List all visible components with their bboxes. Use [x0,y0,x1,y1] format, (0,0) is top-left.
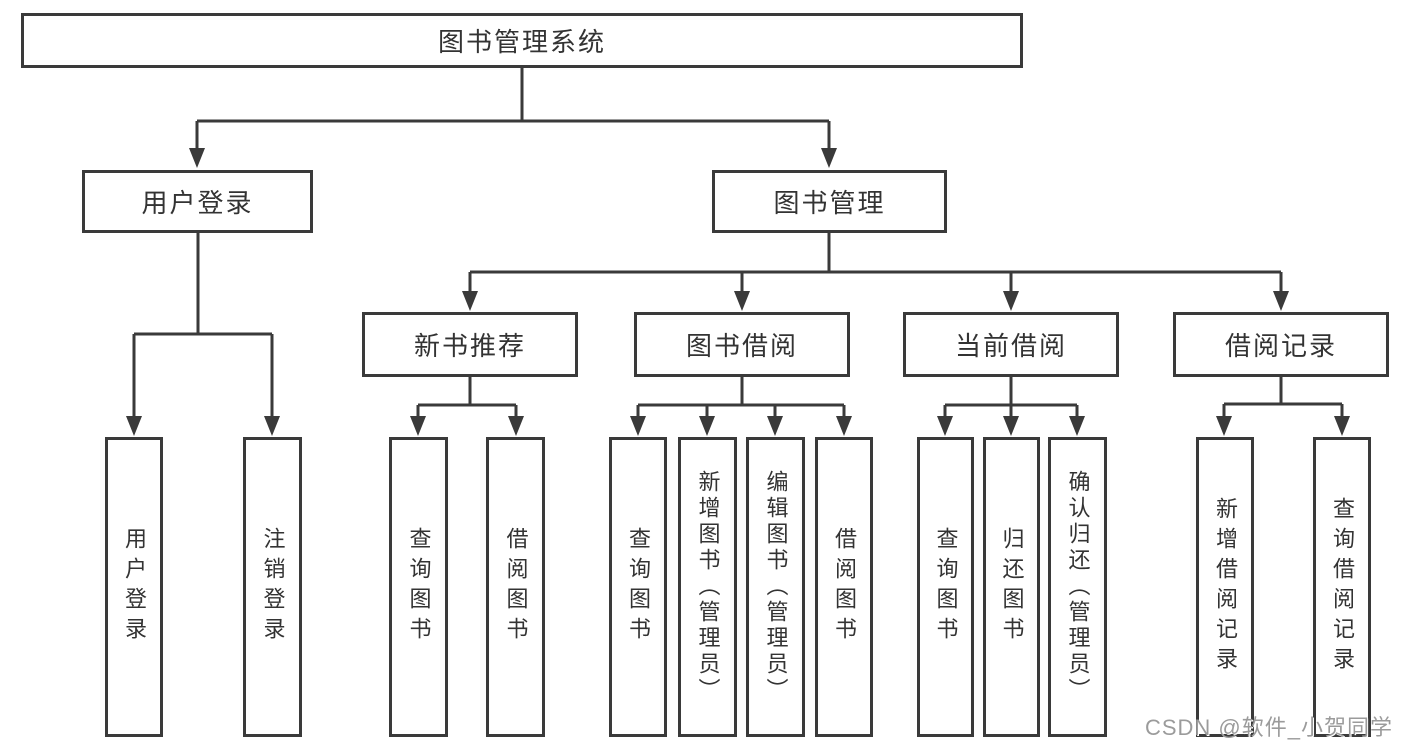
leaf-borrow-books-borrowing: 借阅图书 [815,437,873,737]
leaf-add-borrow-record: 新增借阅记录 [1196,437,1254,737]
leaf-logout: 注销登录 [243,437,302,737]
leaf-borrow-books-recommend: 借阅图书 [486,437,545,737]
node-library-management-system: 图书管理系统 [21,13,1023,68]
node-user-login-group: 用户登录 [82,170,313,233]
leaf-edit-book-admin: 编辑图书（管理员） [746,437,805,737]
leaf-query-books-borrowing: 查询图书 [609,437,667,737]
leaf-query-books-recommend: 查询图书 [389,437,448,737]
node-borrowing-records: 借阅记录 [1173,312,1389,377]
watermark-csdn: CSDN @软件_小贺同学 [1144,715,1393,740]
leaf-query-borrow-record: 查询借阅记录 [1313,437,1371,737]
leaf-user-login: 用户登录 [105,437,163,737]
node-book-borrowing: 图书借阅 [634,312,850,377]
leaf-confirm-return-admin: 确认归还（管理员） [1048,437,1107,737]
node-book-management: 图书管理 [712,170,947,233]
node-current-borrowing: 当前借阅 [903,312,1119,377]
leaf-return-books: 归还图书 [983,437,1040,737]
node-new-book-recommendation: 新书推荐 [362,312,578,377]
arrowheads [126,148,1350,436]
leaf-add-book-admin: 新增图书（管理员） [678,437,737,737]
leaf-query-books-current: 查询图书 [917,437,974,737]
